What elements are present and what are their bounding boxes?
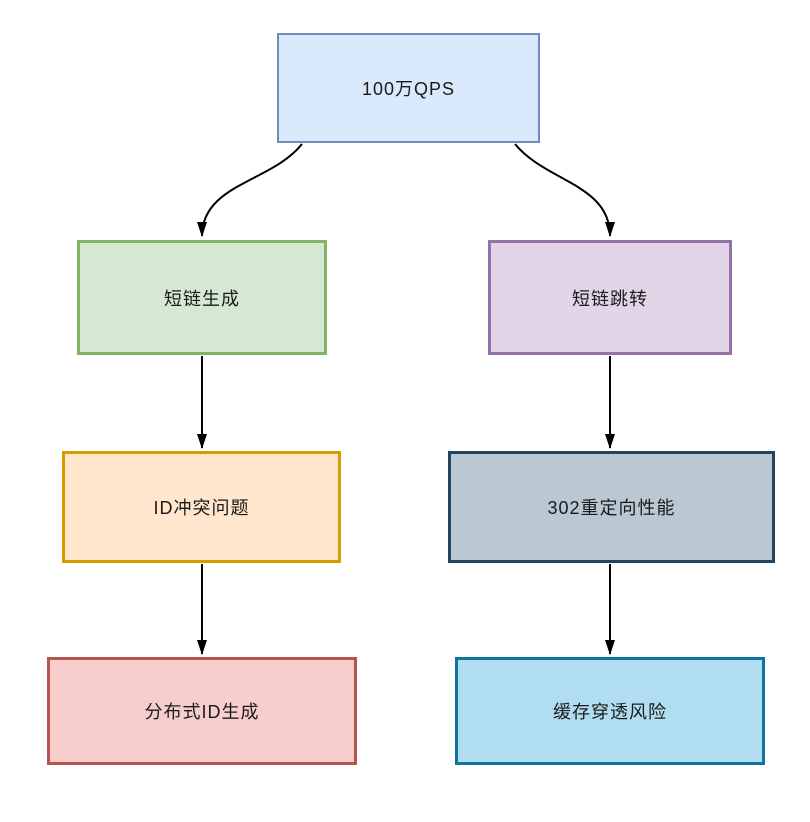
node-id-conflict: ID冲突问题	[62, 451, 341, 563]
edge-qps-to-shortlink-jump	[514, 143, 615, 237]
node-distributed-id-label: 分布式ID生成	[144, 702, 260, 722]
node-shortlink-generate: 短链生成	[77, 240, 327, 355]
node-qps: 100万QPS	[277, 33, 540, 143]
node-redirect-302-label: 302重定向性能	[547, 498, 676, 518]
node-shortlink-generate-label: 短链生成	[164, 288, 240, 309]
edge-qps-to-shortlink-generate	[197, 143, 303, 237]
node-qps-label: 100万QPS	[361, 79, 456, 99]
node-shortlink-jump: 短链跳转	[488, 240, 732, 355]
node-distributed-id: 分布式ID生成	[47, 657, 357, 765]
node-id-conflict-label: ID冲突问题	[153, 498, 250, 518]
node-shortlink-jump-label: 短链跳转	[572, 288, 648, 309]
node-cache-penetration-label: 缓存穿透风险	[553, 702, 667, 722]
node-redirect-302: 302重定向性能	[448, 451, 775, 563]
node-cache-penetration: 缓存穿透风险	[455, 657, 765, 765]
